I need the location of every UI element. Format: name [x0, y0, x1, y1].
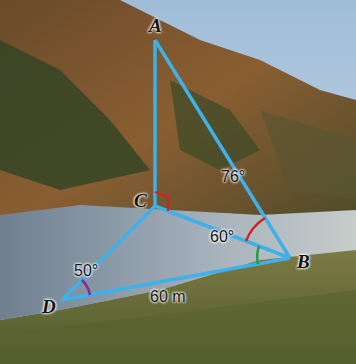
riverbank [0, 250, 356, 364]
forest [0, 40, 150, 190]
point-label: A [149, 16, 162, 36]
segment-ac [153, 40, 157, 206]
angle-arc [246, 218, 265, 241]
point-label: C [134, 191, 147, 211]
hillside [0, 0, 356, 230]
segment-ab [155, 40, 290, 258]
angle-label: 76° [221, 168, 245, 186]
right-angle-mark [155, 192, 168, 211]
point-label: B [297, 252, 310, 272]
angle-label: 50° [74, 262, 98, 280]
angle-arc [257, 246, 259, 264]
forest [170, 80, 260, 170]
point-label: D [42, 297, 56, 317]
forest [260, 110, 356, 200]
angle-label: 60° [210, 228, 234, 246]
dimension-label: 60 m [150, 288, 186, 306]
segment-cb [155, 206, 290, 258]
angle-arc [82, 280, 90, 295]
